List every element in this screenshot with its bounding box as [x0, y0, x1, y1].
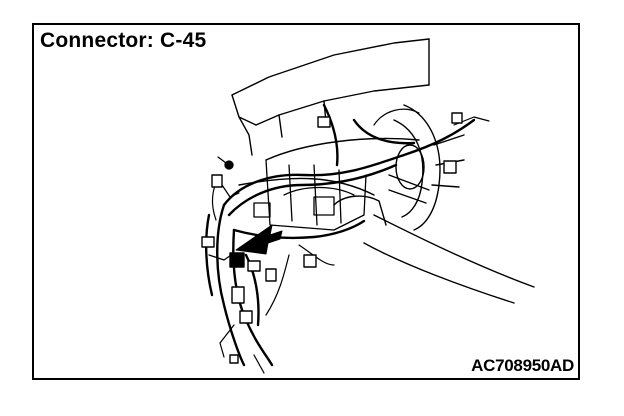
wiring-harness [204, 103, 476, 367]
connector-blocks [201, 112, 463, 364]
diagram-frame: Connector: C-45 [32, 23, 580, 380]
dashboard-outline [231, 38, 535, 304]
dashboard-harness-illustration [201, 38, 535, 374]
figure-code: AC708950AD [471, 356, 574, 375]
arrow-pointer-icon [235, 224, 283, 255]
connector-title: Connector: C-45 [40, 29, 207, 52]
screw-icon [217, 156, 234, 170]
steering-column [333, 104, 465, 231]
